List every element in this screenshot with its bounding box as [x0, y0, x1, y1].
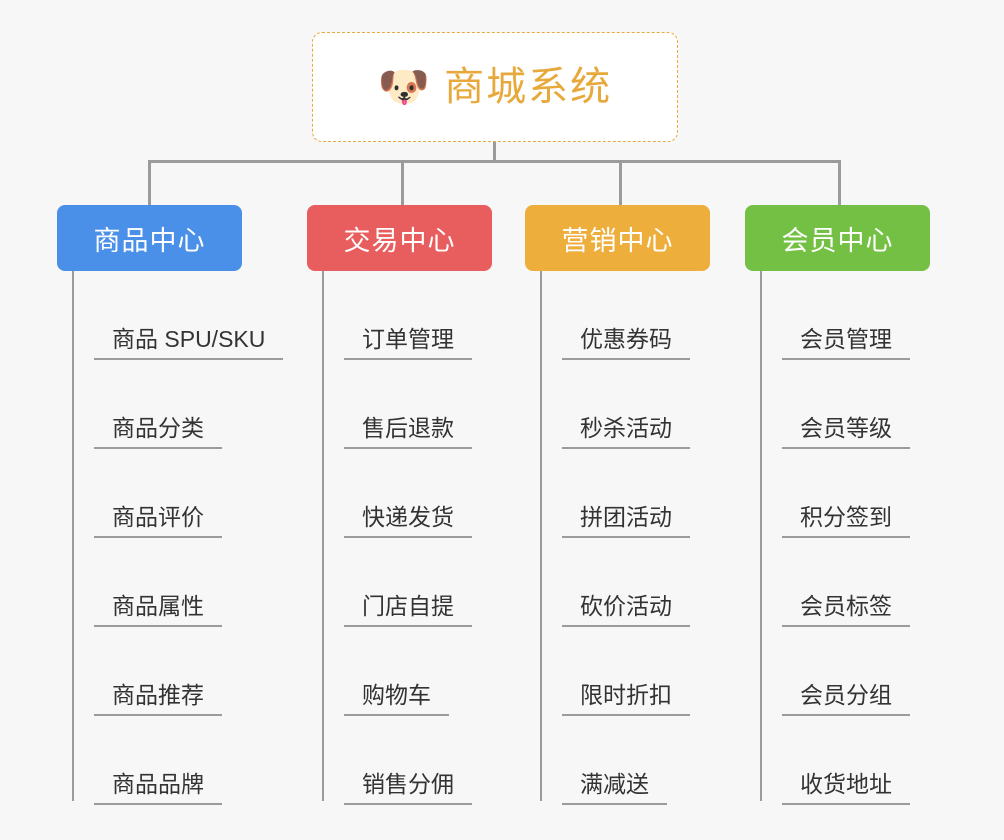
connector-drop-1 — [401, 160, 404, 205]
branch-item[interactable]: 快递发货 — [322, 449, 492, 538]
branch-item[interactable]: 商品评价 — [72, 449, 242, 538]
branch-item-label: 会员等级 — [782, 415, 910, 449]
branch-item-label: 秒杀活动 — [562, 415, 690, 449]
branch-item-label: 拼团活动 — [562, 504, 690, 538]
connector-horizontal-bus — [148, 160, 840, 163]
branch-items-3: 会员管理会员等级积分签到会员标签会员分组收货地址 — [760, 271, 930, 805]
branch-item[interactable]: 商品品牌 — [72, 716, 242, 805]
connector-drop-3 — [838, 160, 841, 205]
branch-item-label: 售后退款 — [344, 415, 472, 449]
branch-3: 会员中心会员管理会员等级积分签到会员标签会员分组收货地址 — [745, 205, 930, 805]
branch-spine-2 — [540, 271, 542, 801]
branch-item[interactable]: 商品分类 — [72, 360, 242, 449]
branch-item-label: 门店自提 — [344, 593, 472, 627]
branch-item[interactable]: 订单管理 — [322, 271, 492, 360]
branch-1: 交易中心订单管理售后退款快递发货门店自提购物车销售分佣 — [307, 205, 492, 805]
dog-face-icon: 🐶 — [377, 63, 431, 110]
branch-item[interactable]: 会员管理 — [760, 271, 930, 360]
branch-item-label: 收货地址 — [782, 771, 910, 805]
branch-item-label: 会员标签 — [782, 593, 910, 627]
branch-item-label: 订单管理 — [344, 326, 472, 360]
branch-item-label: 积分签到 — [782, 504, 910, 538]
branch-item-label: 限时折扣 — [562, 682, 690, 716]
branch-item-label: 商品 SPU/SKU — [94, 326, 284, 360]
branch-0: 商品中心商品 SPU/SKU 商品分类商品评价商品属性商品推荐商品品牌 — [57, 205, 284, 805]
branch-spine-1 — [322, 271, 324, 801]
branch-items-0: 商品 SPU/SKU 商品分类商品评价商品属性商品推荐商品品牌 — [72, 271, 284, 805]
branch-item[interactable]: 限时折扣 — [540, 627, 710, 716]
branch-item-label: 商品评价 — [94, 504, 222, 538]
branch-item[interactable]: 商品属性 — [72, 538, 242, 627]
branch-item-label: 销售分佣 — [344, 771, 472, 805]
branch-item[interactable]: 购物车 — [322, 627, 492, 716]
branch-item[interactable]: 门店自提 — [322, 538, 492, 627]
branch-2: 营销中心优惠券码秒杀活动拼团活动砍价活动限时折扣满减送 — [525, 205, 710, 805]
root-node[interactable]: 🐶 商城系统 — [312, 32, 678, 142]
branch-item[interactable]: 砍价活动 — [540, 538, 710, 627]
branch-item-label: 商品属性 — [94, 593, 222, 627]
branch-item[interactable]: 会员标签 — [760, 538, 930, 627]
branch-header-1[interactable]: 交易中心 — [307, 205, 492, 271]
connector-root-stem — [493, 142, 496, 162]
branch-item-label: 会员管理 — [782, 326, 910, 360]
branch-item[interactable]: 满减送 — [540, 716, 710, 805]
branch-item-label: 商品分类 — [94, 415, 222, 449]
branch-item-label: 满减送 — [562, 771, 667, 805]
branch-item[interactable]: 商品推荐 — [72, 627, 242, 716]
connector-drop-2 — [619, 160, 622, 205]
branch-item[interactable]: 销售分佣 — [322, 716, 492, 805]
branch-item[interactable]: 售后退款 — [322, 360, 492, 449]
branch-header-0[interactable]: 商品中心 — [57, 205, 242, 271]
branch-item[interactable]: 收货地址 — [760, 716, 930, 805]
branch-spine-3 — [760, 271, 762, 801]
branch-items-2: 优惠券码秒杀活动拼团活动砍价活动限时折扣满减送 — [540, 271, 710, 805]
branch-items-1: 订单管理售后退款快递发货门店自提购物车销售分佣 — [322, 271, 492, 805]
branch-item[interactable]: 优惠券码 — [540, 271, 710, 360]
branch-item-label: 商品品牌 — [94, 771, 222, 805]
branch-item-label: 商品推荐 — [94, 682, 222, 716]
branch-item[interactable]: 积分签到 — [760, 449, 930, 538]
branch-item[interactable]: 秒杀活动 — [540, 360, 710, 449]
branch-item-label: 砍价活动 — [562, 593, 690, 627]
branch-spine-0 — [72, 271, 74, 801]
branch-item[interactable]: 会员分组 — [760, 627, 930, 716]
branch-item-label: 会员分组 — [782, 682, 910, 716]
root-title: 商城系统 — [444, 65, 613, 109]
branch-header-2[interactable]: 营销中心 — [525, 205, 710, 271]
branch-item-label: 购物车 — [344, 682, 449, 716]
branch-item-label: 快递发货 — [344, 504, 472, 538]
branch-item[interactable]: 拼团活动 — [540, 449, 710, 538]
connector-drop-0 — [148, 160, 151, 205]
branch-item[interactable]: 会员等级 — [760, 360, 930, 449]
branch-header-3[interactable]: 会员中心 — [745, 205, 930, 271]
branch-item-label: 优惠券码 — [562, 326, 690, 360]
branch-item[interactable]: 商品 SPU/SKU — [72, 271, 284, 360]
